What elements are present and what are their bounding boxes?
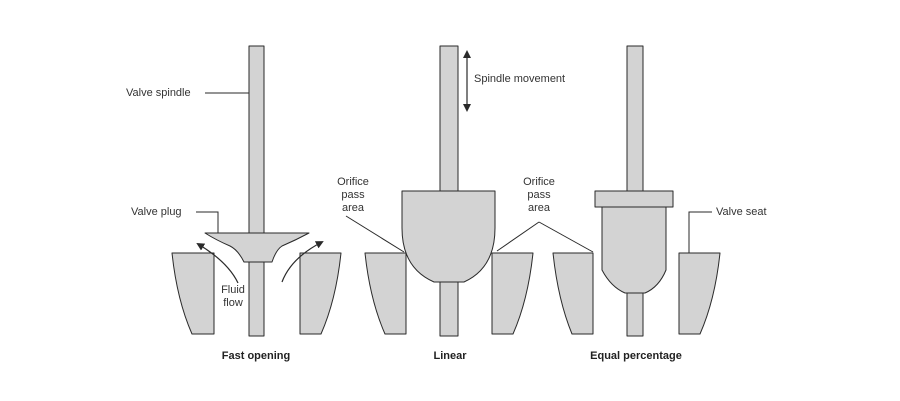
- fast-opening-seat-right: [299, 252, 342, 335]
- equal-percentage-seat-left: [552, 252, 594, 335]
- equal-percentage-plug: [594, 190, 674, 294]
- linear-valve: [345, 45, 594, 337]
- orifice-right-leader-a: [496, 221, 540, 252]
- fluid-flow-arrow-right: [281, 241, 324, 283]
- fast-opening-seat-left: [171, 252, 215, 335]
- linear-seat-right: [491, 252, 534, 335]
- valve-plug-leader: [196, 211, 219, 233]
- fast-opening-plug: [204, 232, 310, 263]
- caption-equal-percentage: Equal percentage: [590, 350, 682, 362]
- linear-plug: [401, 190, 496, 283]
- valve-plug-label: Valve plug: [131, 206, 182, 218]
- valve-seat-label: Valve seat: [716, 206, 767, 218]
- orifice-pass-area-left-label: Orifice pass area: [337, 176, 369, 214]
- valve-seat-leader: [688, 211, 712, 253]
- spindle-movement-label: Spindle movement: [474, 73, 566, 85]
- fluid-flow-label: Fluid flow: [221, 284, 245, 309]
- valve-spindle-label: Valve spindle: [126, 87, 191, 99]
- fast-opening-valve: [171, 45, 342, 337]
- fast-opening-spindle: [248, 45, 265, 337]
- orifice-right-leader-b: [538, 221, 594, 253]
- equal-percentage-valve: [552, 45, 721, 337]
- caption-linear: Linear: [433, 350, 467, 362]
- orifice-left-leader: [345, 215, 405, 253]
- linear-seat-left: [364, 252, 407, 335]
- fluid-flow-arrow-left: [196, 242, 239, 284]
- equal-percentage-seat-right: [678, 252, 721, 335]
- orifice-pass-area-right-label: Orifice pass area: [523, 176, 555, 214]
- caption-fast-opening: Fast opening: [221, 350, 291, 362]
